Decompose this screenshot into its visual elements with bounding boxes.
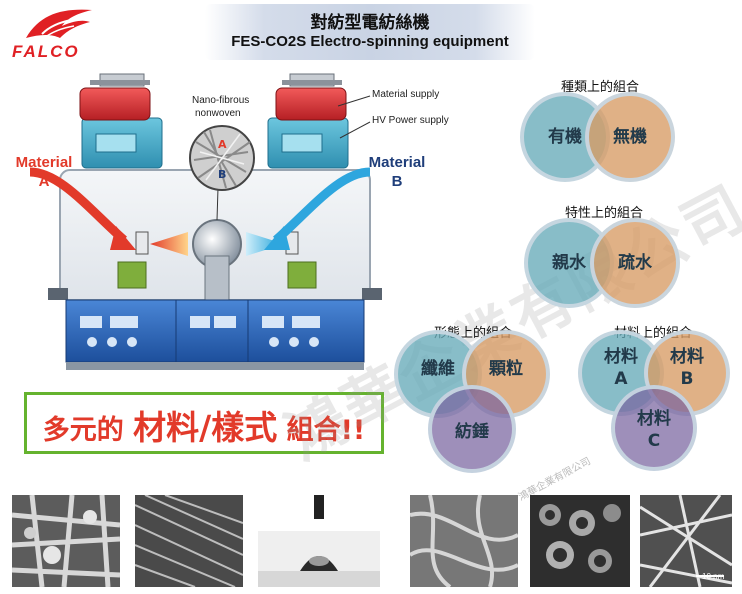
venn-form-spindle-circle: 紡錘 — [428, 385, 516, 473]
venn-property-title: 特性上的組合 — [564, 206, 643, 221]
sem-photo-6 — [640, 495, 732, 587]
slogan-text: 多元的 材料/樣式 組合!! — [42, 408, 366, 447]
hv-power-supply-label: HV Power supply — [372, 115, 449, 126]
nano-fibrous-label: Nano-fibrous — [192, 95, 250, 106]
venn-type-right-circle: 無機 — [585, 92, 675, 182]
material-b-label: Material B — [368, 154, 426, 190]
magnifier-mark-b: B — [218, 168, 227, 181]
title-chinese: 對紡型電紡絲機 — [310, 13, 430, 33]
electrospinning-machine-illustration — [29, 73, 382, 370]
material-a-label: Material A — [15, 154, 73, 190]
title-banner — [205, 4, 535, 60]
falco-bird-logo-icon — [26, 9, 92, 39]
sem-photo-4 — [410, 495, 518, 587]
scale-bar-label: 10 nm — [702, 572, 725, 581]
venn-type-title: 種類上的組合 — [560, 80, 639, 95]
title-english: FES-CO2S Electro-spinning equipment — [231, 33, 509, 50]
nonwoven-label: nonwoven — [195, 108, 241, 119]
falco-logo-text: FALCO — [12, 42, 80, 61]
sem-photo-5 — [530, 495, 630, 587]
sem-photo-1 — [12, 495, 120, 587]
magnifier-mark-a: A — [218, 138, 227, 151]
sem-photo-contact-angle — [258, 495, 380, 587]
sem-photo-2 — [135, 495, 243, 587]
venn-property-right-circle: 疏水 — [590, 218, 680, 308]
material-supply-label: Material supply — [372, 89, 440, 100]
slogan-box — [24, 392, 384, 454]
